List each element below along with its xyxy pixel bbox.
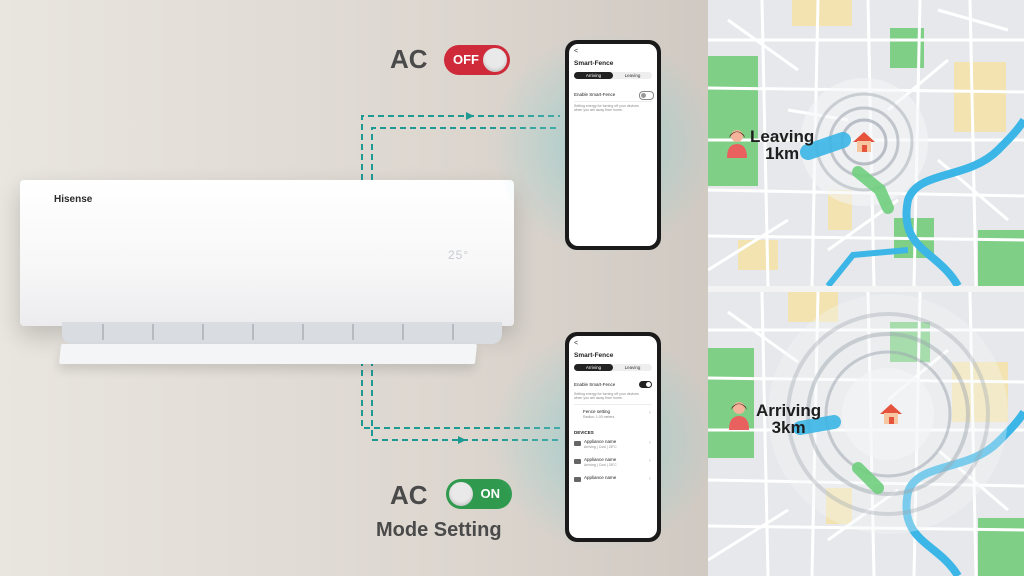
device-status: Arriving | Cool | 26°C: [584, 445, 617, 449]
device-name[interactable]: Appliance name: [584, 457, 617, 462]
map-leaving: Leaving 1km: [708, 0, 1024, 286]
map-leaving-graphic: [708, 0, 1024, 286]
ac-off-toggle[interactable]: OFF: [444, 45, 510, 75]
map-arriving-graphic: [708, 292, 1024, 576]
phone-top: < Smart-Fence Arriving Leaving Enable Sm…: [565, 40, 661, 250]
map-divider: [708, 286, 1024, 292]
chevron-right-icon: ›: [649, 476, 651, 482]
device-name[interactable]: Appliance name: [584, 439, 617, 444]
ac-unit: Hisense 25°: [20, 180, 514, 344]
map-leaving-line1: Leaving: [750, 127, 815, 146]
ac-on-label: AC: [390, 480, 428, 510]
device-name[interactable]: Appliance name: [584, 475, 617, 480]
map-arriving-line1: Arriving: [756, 401, 822, 420]
mode-setting-caption: Mode Setting: [376, 519, 502, 541]
enable-smart-fence-switch[interactable]: [639, 91, 654, 100]
enable-smart-fence-label: Enable Smart-Fence: [574, 92, 616, 97]
ac-brand-logo: Hisense: [54, 194, 93, 205]
chevron-right-icon: ›: [649, 458, 651, 464]
divider-bottom: [574, 404, 652, 405]
devices-header: DEVICES: [574, 430, 594, 435]
phone-bottom-screen: < Smart-Fence Arriving Leaving Enable Sm…: [569, 336, 657, 538]
house-icon-arriving: [878, 401, 904, 427]
map-arriving-label: Arriving 3km: [756, 402, 821, 436]
ac-louver-flap: [58, 344, 478, 364]
tab-bar: Arriving Leaving: [574, 72, 652, 79]
fence-setting-sub: Radius: 1.00 meters: [583, 415, 615, 419]
smart-fence-hint: Setting energy for turning off your devi…: [574, 104, 639, 112]
house-icon: [851, 129, 877, 155]
map-arriving: Arriving 3km: [708, 292, 1024, 576]
person-icon: [726, 128, 748, 158]
tab-leaving[interactable]: Leaving: [624, 73, 641, 78]
enable-smart-fence-label-bottom: Enable Smart-Fence: [574, 382, 616, 387]
tab-arriving-bottom[interactable]: Arriving: [574, 364, 613, 371]
appliance-icon: [574, 441, 581, 446]
tab-leaving-bottom[interactable]: Leaving: [624, 365, 641, 370]
ac-temperature-display: 25°: [448, 248, 470, 262]
enable-smart-fence-switch-bottom[interactable]: [639, 381, 652, 388]
tab-arriving[interactable]: Arriving: [574, 72, 613, 79]
toggle-knob: [483, 48, 507, 72]
map-leaving-line2: 1km: [765, 144, 800, 163]
person-icon-arriving: [728, 400, 750, 430]
ac-off-toggle-text: OFF: [453, 52, 479, 67]
map-arriving-line2: 3km: [771, 418, 806, 437]
smart-fence-hint-bottom: Setting energy for turning off your devi…: [574, 392, 639, 400]
phone-top-screen: < Smart-Fence Arriving Leaving Enable Sm…: [569, 44, 657, 246]
back-icon-bottom[interactable]: <: [574, 340, 579, 347]
screen-title: Smart-Fence: [574, 60, 614, 67]
screen-title-bottom: Smart-Fence: [574, 352, 614, 359]
back-icon[interactable]: <: [574, 48, 579, 55]
ac-on-toggle[interactable]: ON: [446, 479, 512, 509]
ac-on-toggle-text: ON: [480, 486, 501, 501]
fence-setting-label[interactable]: Fence setting: [583, 409, 611, 414]
toggle-knob-on: [449, 482, 473, 506]
chevron-right-icon: ›: [649, 440, 651, 446]
ac-off-label: AC: [390, 44, 428, 74]
appliance-icon: [574, 459, 581, 464]
divider: [574, 101, 652, 102]
ac-vent: [62, 322, 502, 344]
device-status: Arriving | Cool | 26°C: [584, 463, 617, 467]
appliance-icon: [574, 477, 581, 482]
map-leaving-label: Leaving 1km: [750, 128, 814, 162]
chevron-right-icon: ›: [649, 410, 651, 416]
tab-bar-bottom: Arriving Leaving: [574, 364, 652, 371]
phone-bottom: < Smart-Fence Arriving Leaving Enable Sm…: [565, 332, 661, 542]
